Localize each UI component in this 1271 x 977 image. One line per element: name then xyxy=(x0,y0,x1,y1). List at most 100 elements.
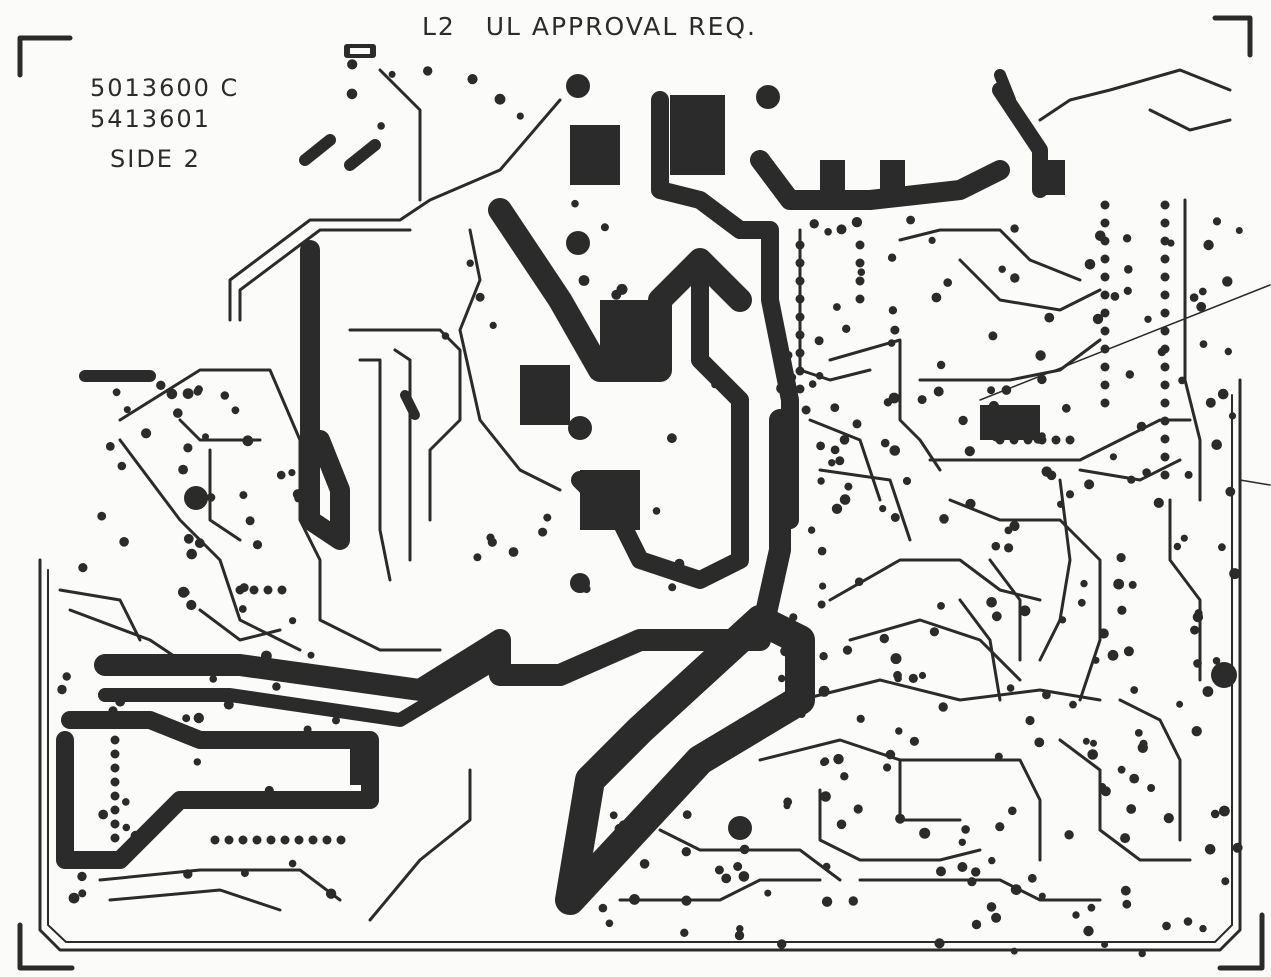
part-number-b: 5413601 xyxy=(90,105,211,133)
solder-pad xyxy=(819,652,828,661)
solder-pad xyxy=(239,491,248,500)
solder-pad xyxy=(1153,497,1164,508)
solder-pad xyxy=(764,889,772,897)
solder-pad xyxy=(1183,917,1193,926)
header-pin-pad xyxy=(110,763,120,773)
solder-pad xyxy=(423,66,433,76)
solder-pad xyxy=(122,823,131,832)
solder-pad xyxy=(487,537,497,547)
solder-pad xyxy=(1001,385,1012,395)
solder-pad xyxy=(836,224,847,235)
solder-pad xyxy=(1008,806,1017,816)
corner-mark-bottom-left xyxy=(17,922,75,971)
solder-pad xyxy=(240,869,249,878)
solder-pad xyxy=(170,800,181,810)
solder-pad xyxy=(822,862,831,871)
header-pin-pad xyxy=(795,258,805,268)
solder-pad xyxy=(789,666,797,675)
header-pin-pad xyxy=(795,240,805,250)
solder-pad xyxy=(961,825,970,834)
solder-pad xyxy=(1142,468,1151,477)
solder-pad xyxy=(775,576,785,585)
solder-pad xyxy=(939,514,949,524)
solder-pad xyxy=(1059,616,1067,624)
solder-pad xyxy=(1128,580,1137,589)
copper-pour xyxy=(670,95,725,175)
solder-pad xyxy=(844,482,853,491)
copper-pour xyxy=(350,735,375,785)
solder-pad xyxy=(931,292,942,303)
solder-pad xyxy=(112,388,121,397)
solder-pad xyxy=(618,820,629,831)
solder-pad xyxy=(1064,830,1074,840)
solder-pad xyxy=(808,380,817,388)
solder-pad xyxy=(629,894,640,905)
solder-pad xyxy=(777,939,787,949)
header-pin-pad xyxy=(795,330,805,340)
solder-pad xyxy=(1025,715,1035,726)
solder-pad xyxy=(288,469,296,477)
copper-pour xyxy=(600,300,655,380)
solder-pad xyxy=(821,757,830,766)
header-pin-pad xyxy=(266,835,276,845)
solder-pad xyxy=(1178,376,1186,385)
solder-pad xyxy=(475,292,485,302)
solder-pad xyxy=(347,59,358,70)
solder-pad xyxy=(245,516,255,526)
solder-pad xyxy=(1113,578,1125,590)
header-pin-pad xyxy=(1160,362,1170,372)
header-pin-pad xyxy=(1160,290,1170,300)
solder-pad xyxy=(938,702,948,712)
solder-pad xyxy=(890,325,900,335)
solder-pad xyxy=(377,122,385,130)
solder-pad xyxy=(105,442,115,451)
solder-pad xyxy=(1069,700,1077,709)
solder-pad xyxy=(721,873,732,884)
solder-pad xyxy=(1125,370,1135,379)
solder-pad xyxy=(264,785,274,796)
solder-pad xyxy=(516,112,524,120)
solder-pad xyxy=(815,372,824,380)
solder-pad xyxy=(117,461,127,471)
solder-pad xyxy=(1010,224,1019,233)
solder-pad xyxy=(906,215,915,225)
solder-pad xyxy=(831,503,843,514)
solder-pad xyxy=(1123,286,1132,295)
solder-pad xyxy=(1126,804,1137,814)
solder-pad xyxy=(885,749,896,760)
solder-pad xyxy=(122,798,130,806)
solder-pad xyxy=(818,685,830,697)
solder-pad xyxy=(1019,605,1031,617)
solder-pad xyxy=(1138,949,1146,958)
solder-pad xyxy=(494,93,506,105)
solder-pad xyxy=(223,699,234,710)
solder-pad xyxy=(819,582,827,590)
solder-pad xyxy=(943,278,952,287)
header-pin-pad xyxy=(249,585,259,595)
power-trace xyxy=(94,409,791,701)
header-pin-pad xyxy=(1037,435,1047,445)
outline-trace-inner xyxy=(47,394,1233,943)
solder-pad xyxy=(182,714,191,723)
solder-pad xyxy=(890,513,900,522)
solder-pad xyxy=(848,896,858,906)
solder-pad xyxy=(814,336,824,346)
solder-pad xyxy=(213,731,221,740)
solder-pad xyxy=(928,236,936,244)
solder-pad xyxy=(325,888,337,899)
solder-pad xyxy=(783,802,791,810)
solder-pad xyxy=(466,259,474,267)
solder-pad xyxy=(183,443,193,453)
solder-pad xyxy=(193,712,204,724)
header-pin-pad xyxy=(1160,380,1170,390)
solder-pad xyxy=(1041,466,1052,477)
solder-pad xyxy=(323,672,332,682)
solder-pad xyxy=(1210,809,1220,819)
header-pin-pad xyxy=(795,384,805,394)
solder-pad xyxy=(1120,833,1131,844)
header-pin-pad xyxy=(308,835,318,845)
solder-pad xyxy=(1219,805,1230,817)
header-pin-pad xyxy=(1160,398,1170,408)
header-pin-pad xyxy=(1100,254,1110,264)
solder-pad xyxy=(934,938,945,949)
